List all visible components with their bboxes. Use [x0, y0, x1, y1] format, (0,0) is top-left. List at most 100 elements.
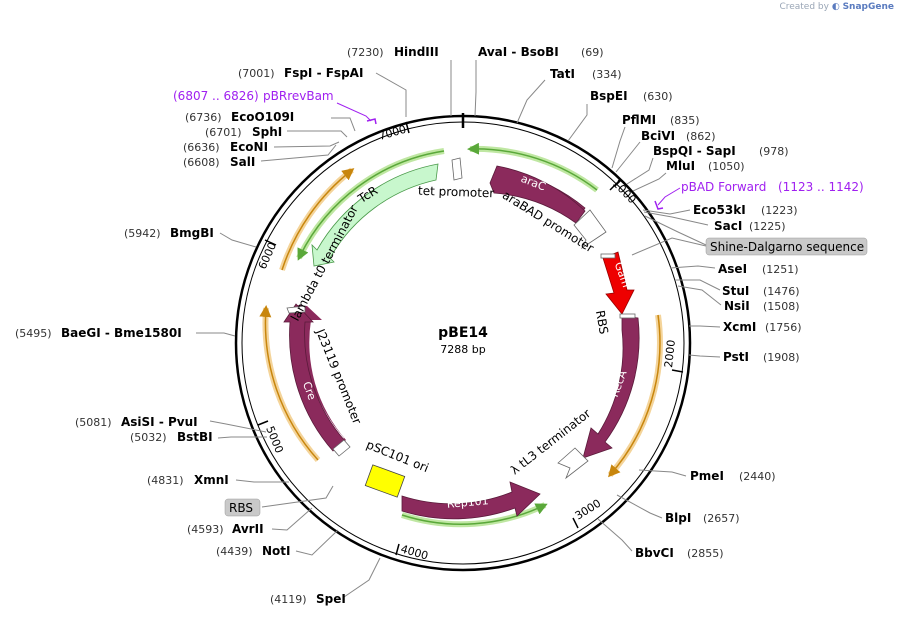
primer-mark-pbad-forward	[654, 200, 664, 210]
site-name-spei: SpeI	[316, 592, 346, 606]
site-pos-pmei: (2440)	[739, 470, 776, 483]
site-name-fspi: FspI - FspAI	[284, 66, 363, 80]
site-pos-pflmi: (835)	[670, 114, 700, 127]
site-pos-bmgbi: (5942)	[124, 227, 161, 240]
site-pos-econi: (6636)	[183, 141, 220, 154]
site-name-pflmi: PflMI	[622, 113, 656, 127]
site-name-saci: SacI	[714, 219, 742, 233]
tick-label-2000: 2000	[662, 339, 678, 368]
site-pos-baegi: (5495)	[15, 327, 52, 340]
site-pos-bbvci: (2855)	[687, 547, 724, 560]
arabad-promoter-arrow	[573, 209, 607, 250]
gam-arrow	[602, 251, 635, 315]
site-name-tati: TatI	[550, 67, 575, 81]
site-name-ecoo109i: EcoO109I	[231, 110, 294, 124]
tick-label-3000: 3000	[573, 497, 604, 523]
site-name-bspqi: BspQI - SapI	[653, 144, 736, 158]
tick-label-5000: 5000	[263, 424, 286, 455]
primer-name-pbad-forward: pBAD Forward	[681, 180, 766, 194]
tick-mark	[264, 239, 277, 246]
plasmid-length: 7288 bp	[440, 343, 485, 356]
badge-rbs-text: RBS	[229, 501, 253, 515]
badge-shine-dalgarno-text: Shine-Dalgarno sequence	[710, 240, 864, 254]
feature-brackets	[259, 142, 663, 528]
credit-brand: SnapGene	[842, 2, 894, 12]
cre-body	[283, 303, 346, 452]
inner-label-rbs: RBS	[593, 309, 611, 335]
tick-label-4000: 4000	[399, 542, 429, 562]
tick-label-1000: 1000	[610, 177, 639, 206]
site-name-econi: EcoNI	[230, 140, 268, 154]
site-pos-asisi: (5081)	[75, 416, 112, 429]
site-pos-eco53ki: (1223)	[761, 204, 798, 217]
site-pos-bspqi: (978)	[759, 145, 789, 158]
tcr-arrow	[311, 163, 439, 267]
site-pos-nsii: (1508)	[763, 300, 800, 313]
site-name-psti: PstI	[723, 350, 749, 364]
badge-rbs: RBS	[224, 485, 334, 517]
site-name-asisi: AsiSI - PvuI	[121, 415, 198, 429]
primer-leader-pbad-forward	[657, 187, 681, 206]
araC-body	[489, 165, 586, 224]
tet-promoter-mark	[451, 157, 463, 181]
site-name-asei: AseI	[718, 262, 747, 276]
site-pos-bcivi: (862)	[686, 130, 716, 143]
recA-arrow	[582, 315, 640, 459]
restriction-sites: (7230) HindIII AvaI - BsoBI (69) TatI (3…	[15, 45, 802, 606]
site-pos-sphi: (6701)	[205, 126, 242, 139]
site-name-hindiii: HindIII	[394, 45, 439, 59]
feature-arrows	[283, 157, 640, 520]
snapgene-logo-icon: ◐	[831, 2, 840, 12]
rep101-arrow	[401, 481, 541, 520]
t0-terminator-mark	[286, 305, 306, 314]
credit-prefix: Created by	[779, 2, 829, 12]
tick-mark	[671, 369, 684, 373]
ori-box	[364, 464, 406, 498]
site-name-nsii: NsiI	[724, 299, 750, 313]
site-pos-avai: (69)	[581, 46, 604, 59]
site-name-baegi: BaeGI - Bme1580I	[61, 326, 182, 340]
site-name-avrii: AvrII	[232, 522, 264, 536]
site-pos-bspei: (630)	[643, 90, 673, 103]
site-pos-psti: (1908)	[763, 351, 800, 364]
site-name-eco53ki: Eco53kI	[693, 203, 746, 217]
site-pos-ecoo109i: (6736)	[185, 111, 222, 124]
site-name-sali: SalI	[230, 155, 255, 169]
site-name-mlui: MluI	[666, 159, 695, 173]
site-name-bstbi: BstBI	[177, 430, 213, 444]
site-pos-asei: (1251)	[762, 263, 799, 276]
site-name-xcmi: XcmI	[723, 320, 756, 334]
site-name-bbvci: BbvCI	[635, 546, 674, 560]
rbs-mark-2	[619, 313, 636, 319]
primers: (6807 .. 6826) pBRrevBam pBAD Forward (1…	[173, 89, 864, 210]
site-leaders	[196, 60, 722, 598]
site-name-bspei: BspEI	[590, 89, 628, 103]
feature-label-rep101: Rep101	[446, 494, 489, 511]
site-name-avai: AvaI - BsoBI	[478, 45, 559, 59]
primer-leader-pbrrevbam	[336, 102, 372, 122]
site-pos-mlui: (1050)	[708, 160, 745, 173]
plasmid-name: pBE14	[438, 325, 488, 341]
site-name-bmgbi: BmgBI	[170, 226, 214, 240]
cre-arrow	[296, 305, 346, 448]
site-pos-hindiii: (7230)	[347, 46, 384, 59]
snapgene-credit: Created by ◐ SnapGene	[779, 2, 894, 12]
site-pos-xmni: (4831)	[147, 474, 184, 487]
site-name-sphi: SphI	[252, 125, 282, 139]
tick-label-7000: 7000	[377, 123, 407, 143]
primer-range-pbad-forward: (1123 .. 1142)	[778, 180, 864, 194]
primer-range-pbrrevbam: (6807 .. 6826)	[173, 89, 259, 103]
tl3-terminator-arrow	[557, 447, 589, 480]
badge-bg	[705, 237, 868, 256]
site-name-bcivi: BciVI	[641, 129, 675, 143]
feature-label-cre: Cre	[300, 380, 319, 402]
site-name-stui: StuI	[722, 284, 749, 298]
tick-mark	[572, 517, 579, 529]
site-pos-stui: (1476)	[763, 285, 800, 298]
site-name-blpi: BlpI	[665, 511, 691, 525]
tick-mark	[405, 121, 410, 134]
tick-mark	[609, 178, 622, 191]
site-pos-tati: (334)	[592, 68, 622, 81]
tick-mark	[395, 543, 400, 556]
